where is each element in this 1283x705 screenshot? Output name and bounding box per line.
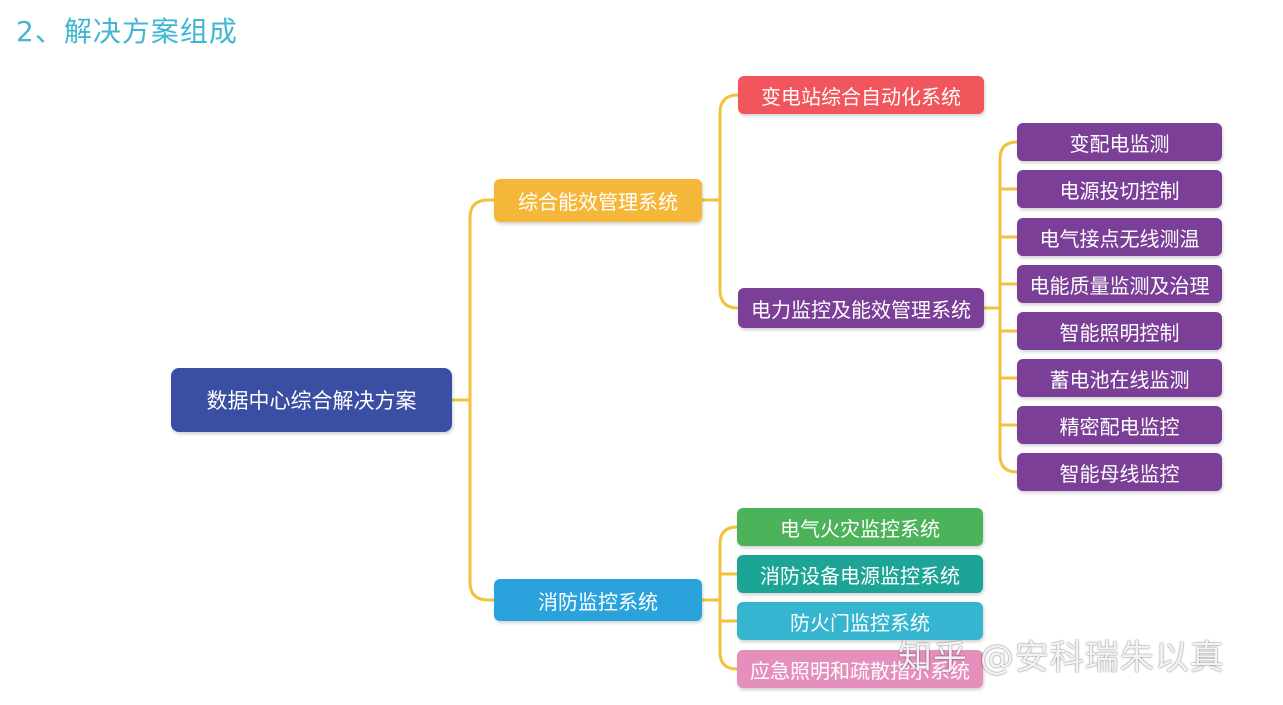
- link-fire-bottom: [718, 598, 739, 671]
- node-fire-equipment-power[interactable]: 消防设备电源监控系统: [737, 555, 983, 593]
- leaf-busbar-monitoring[interactable]: 智能母线监控: [1017, 453, 1222, 491]
- link-root-energy: [450, 198, 496, 402]
- node-emergency-lighting[interactable]: 应急照明和疏散指示系统: [737, 650, 983, 688]
- node-electrical-fire[interactable]: 电气火灾监控系统: [737, 508, 983, 546]
- link-energy-substation: [700, 93, 740, 202]
- leaf-precision-distribution[interactable]: 精密配电监控: [1017, 406, 1222, 444]
- leaf-smart-lighting[interactable]: 智能照明控制: [1017, 312, 1222, 350]
- leaf-wireless-temperature[interactable]: 电气接点无线测温: [1017, 218, 1222, 256]
- watermark: 知乎 @安科瑞朱以真: [898, 638, 1225, 678]
- node-power-monitoring[interactable]: 电力监控及能效管理系统: [738, 288, 984, 328]
- link-power-leaves-top: [982, 140, 1019, 310]
- page-title: 2、解决方案组成: [16, 15, 238, 48]
- leaf-power-switching[interactable]: 电源投切控制: [1017, 170, 1222, 208]
- root-node[interactable]: 数据中心综合解决方案: [171, 368, 452, 432]
- node-substation-automation[interactable]: 变电站综合自动化系统: [738, 76, 984, 114]
- leaf-distribution-monitoring[interactable]: 变配电监测: [1017, 123, 1222, 161]
- link-fire-top: [700, 525, 739, 602]
- node-fire-monitoring[interactable]: 消防监控系统: [494, 579, 702, 621]
- node-energy-management[interactable]: 综合能效管理系统: [494, 179, 702, 222]
- leaf-battery-monitoring[interactable]: 蓄电池在线监测: [1017, 359, 1222, 397]
- node-fire-door[interactable]: 防火门监控系统: [737, 602, 983, 640]
- link-energy-power: [718, 198, 740, 310]
- link-root-fire: [468, 398, 496, 602]
- leaf-power-quality[interactable]: 电能质量监测及治理: [1017, 265, 1222, 303]
- link-power-leaves-bottom: [998, 306, 1019, 474]
